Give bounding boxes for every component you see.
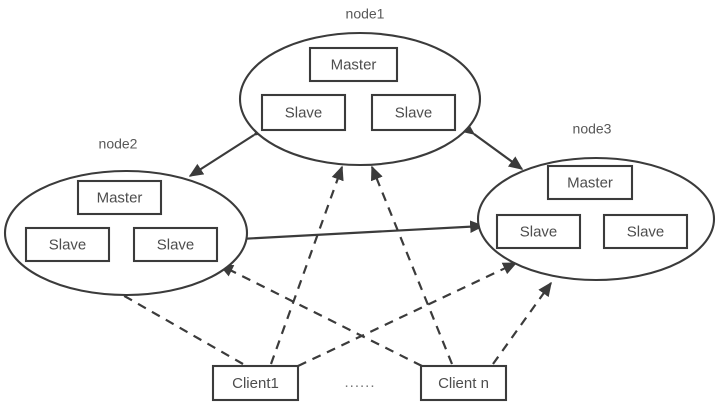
link-client1-node3 (297, 262, 518, 367)
link-clientn-node3 (492, 281, 552, 365)
client-label-clientn: Client n (438, 375, 489, 392)
client-client1[interactable]: Client1 (211, 364, 300, 402)
node-label-node1: node1 (346, 6, 385, 22)
link-clientn-node2 (218, 264, 423, 367)
node2-master-box[interactable] (76, 179, 163, 216)
node3-slave-1-box[interactable] (495, 213, 582, 250)
node1-slave-2-box[interactable] (370, 93, 457, 132)
node-boundary-node1[interactable] (238, 31, 482, 167)
node-connection-group (188, 121, 524, 246)
node1-slave-1-box[interactable] (260, 93, 347, 132)
node1-master-box[interactable] (308, 46, 399, 83)
node3-slave-2-box[interactable] (602, 213, 689, 250)
node3-master-box[interactable] (546, 164, 634, 201)
node2-slave-1-label: Slave (49, 236, 87, 253)
node2-slave-1-box[interactable] (24, 226, 111, 263)
clients-ellipsis: ...... (344, 374, 375, 391)
node1-slave-1-label: Slave (285, 104, 323, 121)
node-label-node2: node2 (99, 136, 138, 152)
node3-slave-1-label: Slave (520, 223, 558, 240)
node3-master-label: Master (567, 174, 613, 191)
node-boundary-node3[interactable] (476, 156, 716, 282)
node-boundary-node2[interactable] (3, 169, 249, 297)
node1-master-label: Master (331, 56, 377, 73)
link-node1-node2 (188, 122, 269, 177)
client-label-client1: Client1 (232, 375, 279, 392)
client-clientn[interactable]: Client n (419, 364, 508, 402)
link-node1-node3 (459, 121, 524, 170)
client-box-clientn[interactable] (419, 364, 508, 402)
link-client1-node1 (269, 165, 344, 365)
node2-slave-2-box[interactable] (132, 226, 219, 263)
link-node2-node3 (226, 220, 485, 246)
node1-slave-2-label: Slave (395, 104, 433, 121)
node2-master-label: Master (97, 189, 143, 206)
node2-slave-2-label: Slave (157, 236, 195, 253)
link-clientn-node1 (370, 165, 454, 365)
node-label-node3: node3 (573, 121, 612, 137)
client-box-client1[interactable] (211, 364, 300, 402)
client-group: Client1 Client n (211, 364, 508, 402)
node3-slave-2-label: Slave (627, 223, 665, 240)
